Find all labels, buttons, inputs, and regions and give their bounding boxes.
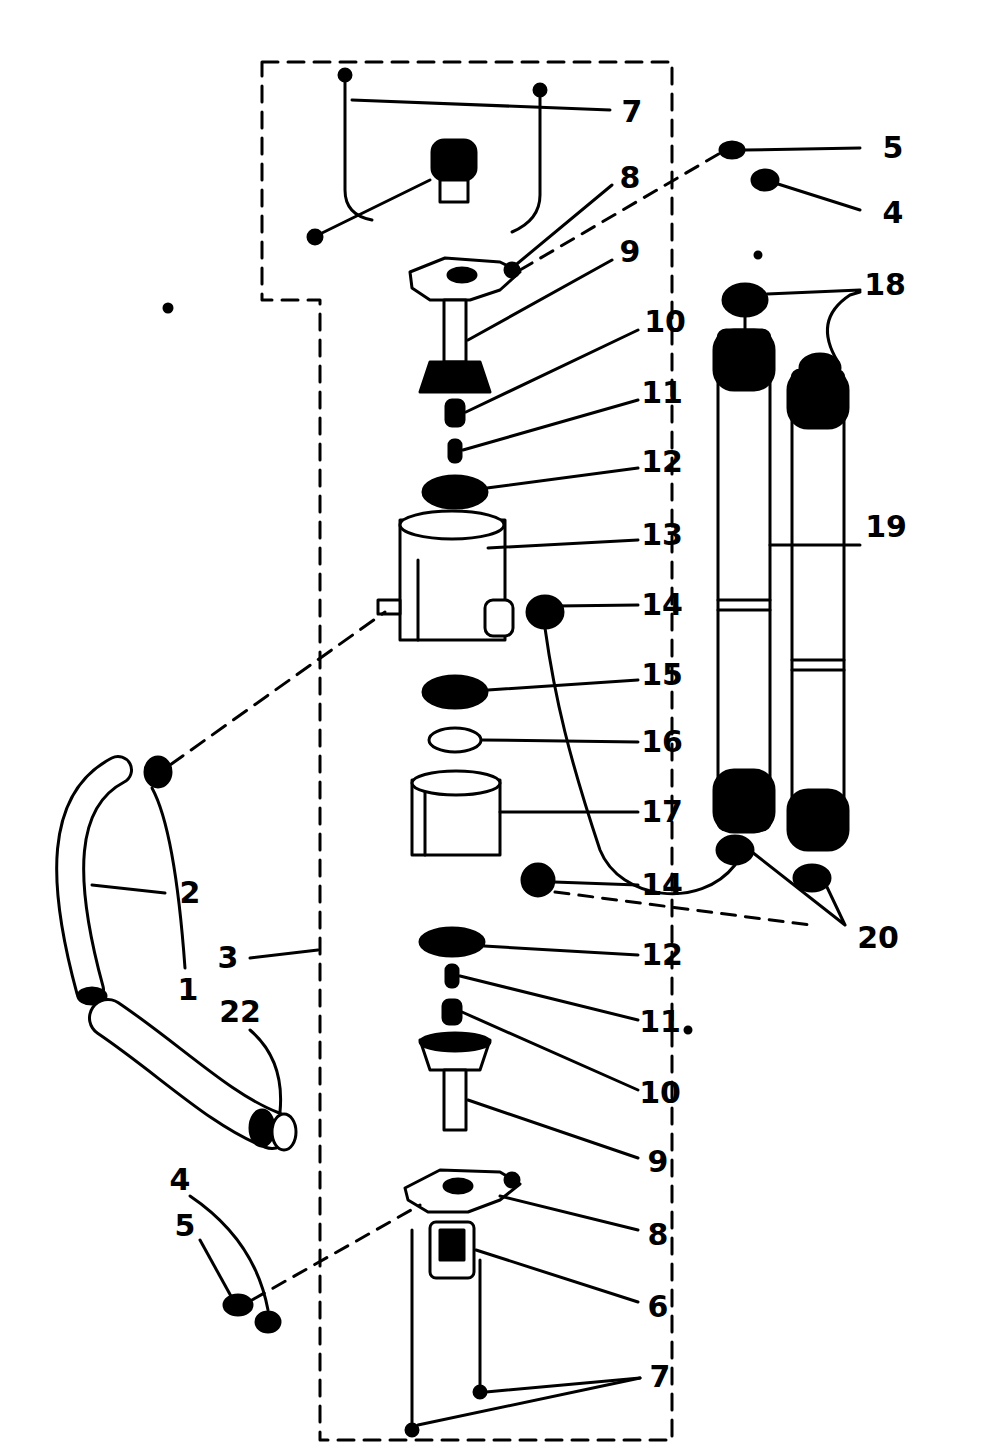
callout-number: 11 [641,378,683,408]
callout-number: 20 [857,923,899,953]
callout-number: 9 [620,237,641,267]
callout-number: 1 [178,975,199,1005]
callout-number: 19 [865,512,907,542]
callout-number: 7 [622,97,643,127]
callout-number: 14 [641,870,683,900]
callout-number: 5 [175,1211,196,1241]
callout-number: 17 [641,797,683,827]
callout-number: 12 [641,940,683,970]
callout-number: 15 [641,660,683,690]
callout-number: 4 [170,1165,191,1195]
callout-number: 8 [620,163,641,193]
callout-number: 6 [648,1292,669,1322]
callout-number: 18 [864,270,906,300]
callout-number: 7 [650,1362,671,1392]
callout-number: 12 [641,447,683,477]
callout-number: 10 [644,307,686,337]
callout-number: 2 [180,878,201,908]
callout-number: 11 [639,1007,681,1037]
callout-number: 3 [218,943,239,973]
callout-number: 22 [219,997,261,1027]
callout-number: 9 [648,1147,669,1177]
callout-number: 5 [883,133,904,163]
callout-number: 13 [641,520,683,550]
callout-number: 4 [883,198,904,228]
callout-number: 14 [641,590,683,620]
callout-number: 8 [648,1220,669,1250]
callout-number: 10 [639,1078,681,1108]
callout-number: 16 [641,727,683,757]
